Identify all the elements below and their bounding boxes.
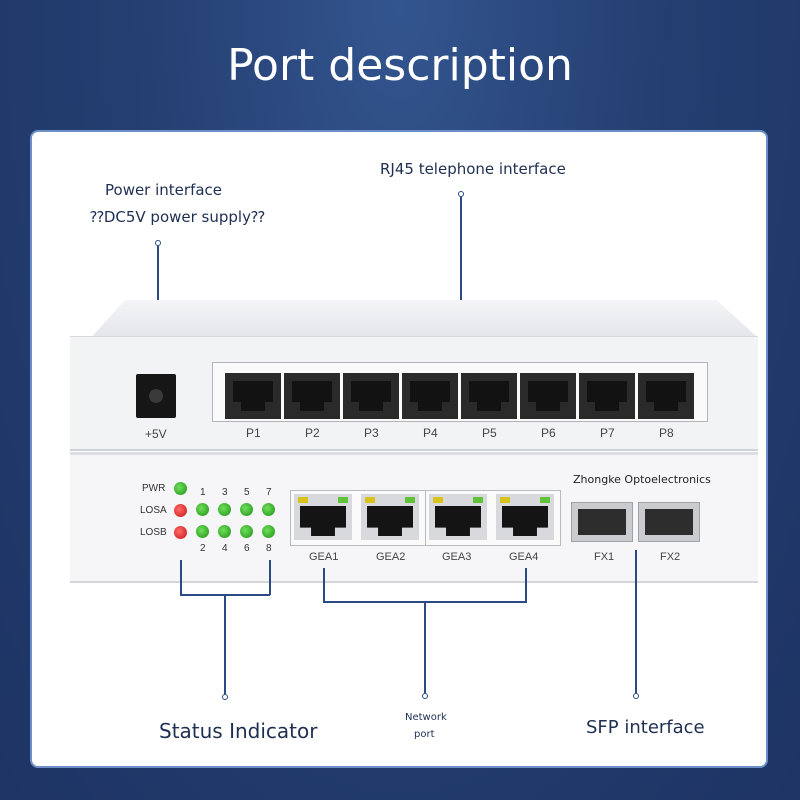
gea-port-2 — [361, 494, 419, 540]
led-label-losa: LOSA — [140, 505, 167, 516]
rj45-label-p6: P6 — [541, 426, 556, 440]
rj45-port-p6 — [520, 373, 576, 419]
rj45-port-p3 — [343, 373, 399, 419]
led-port-5 — [240, 503, 253, 516]
status-callout-dot — [222, 694, 228, 700]
page-title: Port description — [227, 40, 573, 91]
status-callout-stem — [224, 594, 226, 694]
led-number-7: 7 — [266, 487, 272, 498]
network-callout-stem — [424, 601, 426, 693]
network-bracket-right — [525, 568, 527, 602]
led-number-2: 2 — [200, 543, 206, 554]
sfp-port-fx1 — [571, 502, 633, 542]
gea-label-1: GEA1 — [309, 551, 339, 563]
led-number-8: 8 — [266, 543, 272, 554]
brand-label: Zhongke Optoelectronics — [573, 473, 711, 486]
sfp-label-fx1: FX1 — [594, 551, 615, 563]
gea-port-1 — [294, 494, 352, 540]
rj45-label-p3: P3 — [364, 426, 379, 440]
led-port-1 — [196, 503, 209, 516]
status-callout: Status Indicator — [159, 719, 318, 743]
power-port-label: +5V — [145, 427, 167, 441]
rj45-callout-stem — [460, 197, 462, 310]
led-losa — [174, 504, 187, 517]
sfp-port-fx2 — [638, 502, 700, 542]
status-bracket-right — [269, 560, 271, 595]
led-losb — [174, 526, 187, 539]
led-pwr — [174, 482, 187, 495]
led-number-3: 3 — [222, 487, 228, 498]
sfp-callout-stem — [635, 550, 637, 693]
network-callout-dot — [422, 693, 428, 699]
gea-label-4: GEA4 — [509, 551, 539, 563]
rj45-callout: RJ45 telephone interface — [380, 160, 566, 178]
rj45-label-p1: P1 — [246, 426, 261, 440]
network-bracket-left — [323, 568, 325, 602]
led-port-3 — [218, 503, 231, 516]
led-port-6 — [240, 525, 253, 538]
sfp-callout: SFP interface — [586, 717, 705, 738]
sfp-label-fx2: FX2 — [660, 551, 681, 563]
rj45-callout-dot — [458, 191, 464, 197]
device-top — [90, 300, 758, 338]
rj45-label-p4: P4 — [423, 426, 438, 440]
led-port-2 — [196, 525, 209, 538]
status-bracket-left — [180, 560, 182, 595]
led-label-losb: LOSB — [140, 527, 167, 538]
network-callout-line2: port — [414, 729, 435, 740]
power-callout-line2: ⁇DC5V power supply⁇ — [90, 208, 265, 226]
rj45-label-p7: P7 — [600, 426, 615, 440]
gea-port-4 — [496, 494, 554, 540]
power-callout-dot — [155, 240, 161, 246]
rj45-port-p2 — [284, 373, 340, 419]
led-port-4 — [218, 525, 231, 538]
led-label-pwr: PWR — [142, 483, 166, 494]
power-callout-line1: Power interface — [105, 181, 223, 199]
rj45-port-p5 — [461, 373, 517, 419]
led-port-8 — [262, 525, 275, 538]
led-number-1: 1 — [200, 487, 206, 498]
led-number-6: 6 — [244, 543, 250, 554]
rj45-port-p4 — [402, 373, 458, 419]
led-number-5: 5 — [244, 487, 250, 498]
gea-label-3: GEA3 — [442, 551, 472, 563]
dc-power-jack — [136, 374, 176, 418]
led-number-4: 4 — [222, 543, 228, 554]
sfp-callout-dot — [633, 693, 639, 699]
rj45-port-p8 — [638, 373, 694, 419]
rj45-label-p5: P5 — [482, 426, 497, 440]
gea-port-3 — [429, 494, 487, 540]
gea-label-2: GEA2 — [376, 551, 406, 563]
rj45-port-p7 — [579, 373, 635, 419]
led-port-7 — [262, 503, 275, 516]
rj45-port-p1 — [225, 373, 281, 419]
network-callout-line1: Network — [405, 712, 447, 723]
rj45-label-p8: P8 — [659, 426, 674, 440]
rj45-label-p2: P2 — [305, 426, 320, 440]
